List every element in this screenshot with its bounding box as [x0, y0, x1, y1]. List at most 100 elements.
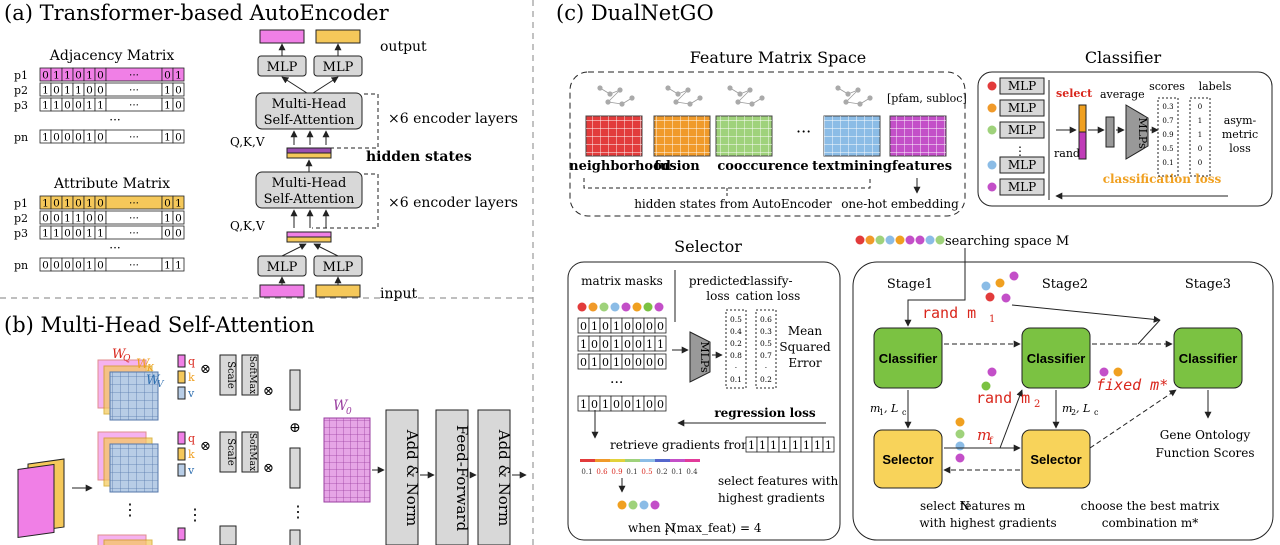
cell-value: 1 [164, 100, 171, 112]
row-label: p2 [14, 212, 28, 225]
svg-text:1: 1 [759, 439, 766, 452]
one-hot-label: one-hot embedding [841, 197, 959, 211]
cell-value: 1 [42, 198, 49, 210]
encoder-layers-upper: ×6 encoder layers [388, 111, 518, 127]
svg-text:c: c [902, 408, 907, 417]
cell-value: 0 [164, 198, 171, 210]
m1-dot [981, 281, 991, 291]
multiply-symbol: ⊗ [263, 461, 274, 476]
svg-text:1: 1 [814, 439, 821, 452]
mask-value: 0 [635, 356, 642, 369]
gradient-value: 0.1 [671, 468, 682, 476]
svg-text:Squared: Squared [779, 340, 831, 354]
selector-title: Selector [674, 237, 742, 256]
mask-value: 0 [624, 356, 631, 369]
cell-value: 0 [53, 85, 60, 97]
mask-value: 1 [591, 356, 598, 369]
svg-text:0: 0 [346, 407, 352, 417]
skip-arrow-upper [312, 93, 379, 149]
graph-node [607, 91, 613, 97]
mask-cell [654, 353, 667, 370]
svg-text:1: 1 [803, 439, 810, 452]
row-label: p2 [14, 84, 28, 97]
asym-2: metric [1222, 128, 1258, 141]
matrix-cell [172, 67, 185, 82]
mask-value: 1 [635, 398, 642, 411]
mask-dot [577, 302, 587, 312]
svg-text:Classifier: Classifier [1179, 351, 1238, 366]
cell-value: ··· [129, 132, 139, 144]
multiply-symbol: ⊗ [263, 384, 274, 399]
classifier-mlp-label: MLP [1008, 101, 1036, 115]
when-nf-label: when N [628, 521, 675, 535]
svg-text:choose the best matrix: choose the best matrix [1081, 499, 1220, 513]
mask-value: 0 [580, 320, 587, 333]
scores-label: scores [1149, 80, 1185, 93]
svg-text:1: 1 [748, 439, 755, 452]
softmax-label: SoftMax [247, 433, 257, 471]
svg-text:cation loss: cation loss [736, 289, 801, 303]
svg-text:Error: Error [788, 356, 821, 370]
svg-text:select features with: select features with [718, 474, 839, 488]
cell-value: 0 [42, 213, 49, 225]
label-neighborhood: neighborhood [569, 159, 671, 174]
label-value: 0 [1198, 103, 1202, 111]
asym-1: asym- [1224, 114, 1257, 127]
gradient-value: 0.4 [686, 468, 698, 476]
mlp-label: MLP [267, 60, 298, 75]
mask-value: 0 [602, 320, 609, 333]
cell-value: 1 [42, 228, 49, 240]
cell-value: 1 [64, 70, 71, 82]
panel-b-title: (b) Multi-Head Self-Attention [4, 313, 314, 337]
panel-c-title: (c) DualNetGO [556, 1, 714, 25]
gradient-value: 0.1 [581, 468, 592, 476]
softmax-box [241, 431, 259, 473]
cell-value: ··· [129, 70, 139, 82]
svg-text:(max_feat) = 4: (max_feat) = 4 [672, 521, 762, 535]
graph-node [857, 101, 863, 107]
q-label: q [188, 355, 195, 368]
graph-node [605, 99, 611, 105]
hidden-from-ae: hidden states from AutoEncoder [634, 197, 832, 211]
cell-value: 0 [97, 85, 104, 97]
classify-value: · [765, 363, 767, 372]
graph-node [597, 85, 603, 91]
label-value: 0 [1198, 159, 1202, 167]
graph-node [747, 87, 753, 93]
classifier-mlp-box [999, 77, 1045, 95]
cell-value: 1 [97, 228, 104, 240]
mask-dots: ··· [610, 375, 623, 391]
cell-value: 0 [175, 228, 182, 240]
head-output-2 [289, 447, 301, 489]
cell-value: 1 [86, 198, 93, 210]
row-label: p3 [14, 99, 28, 112]
cell-value: 1 [86, 228, 93, 240]
cell-value: 1 [42, 100, 49, 112]
v-vector [177, 463, 186, 477]
mask-value: 1 [591, 320, 598, 333]
cell-value: 1 [97, 100, 104, 112]
cell-value: ··· [129, 228, 139, 240]
feature-dot [987, 125, 997, 135]
cell-value: 1 [64, 213, 71, 225]
stage3-classifier [1173, 327, 1243, 389]
classifier-mlp-box [999, 99, 1045, 117]
predicted-value: 0.2 [730, 339, 742, 348]
k-vector [177, 447, 186, 461]
concat-dots: ⋮ [290, 502, 306, 521]
graph-node [759, 95, 765, 101]
graph-node [843, 99, 849, 105]
cell-value: 0 [86, 213, 93, 225]
mhsa-box-lower [255, 171, 363, 209]
classify-value: 0.7 [760, 351, 772, 360]
add-norm-1 [385, 409, 419, 545]
mask-value: 1 [657, 338, 664, 351]
cell-value: 0 [175, 100, 182, 112]
cell-value: 0 [164, 228, 171, 240]
attention-head-1: W Q W K W V [97, 347, 165, 421]
feed-forward [435, 409, 469, 545]
search-dot [895, 235, 905, 245]
mask-value: 1 [580, 338, 587, 351]
m1-dot [985, 292, 995, 302]
